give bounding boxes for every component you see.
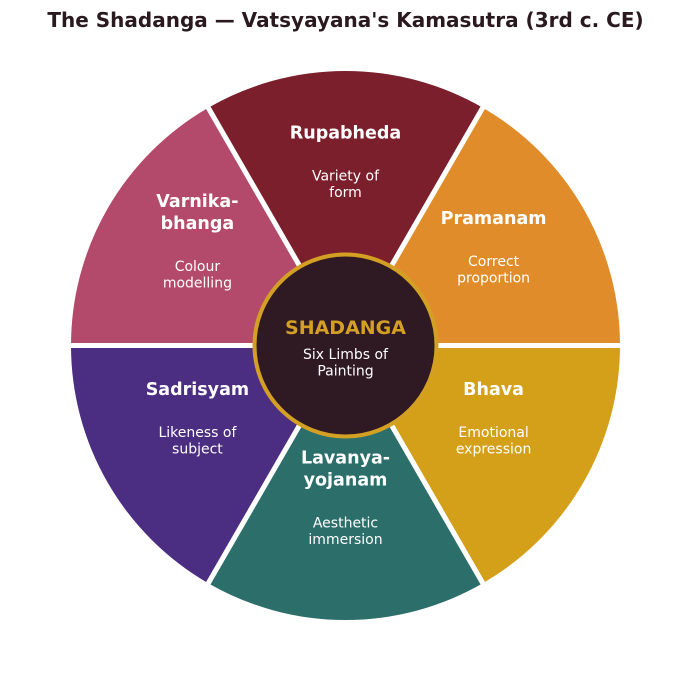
segment-name-rupabheda: Rupabheda	[290, 124, 401, 144]
segment-wedge-rupabheda	[204, 66, 487, 348]
segment-name-bhava: Bhava	[463, 380, 524, 400]
segment-name-varnika: Varnika-bhanga	[156, 192, 238, 234]
hub-title: SHADANGA	[285, 317, 406, 339]
segment-name-lavanya: Lavanya-yojanam	[301, 449, 390, 491]
hub-circle	[252, 252, 439, 439]
segment-name-sadrisyam: Sadrisyam	[146, 380, 249, 400]
segment-wedge-lavanya	[204, 343, 487, 625]
diagram-title: The Shadanga — Vatsyayana's Kamasutra (3…	[47, 8, 644, 32]
segment-name-pramanam: Pramanam	[441, 209, 547, 229]
